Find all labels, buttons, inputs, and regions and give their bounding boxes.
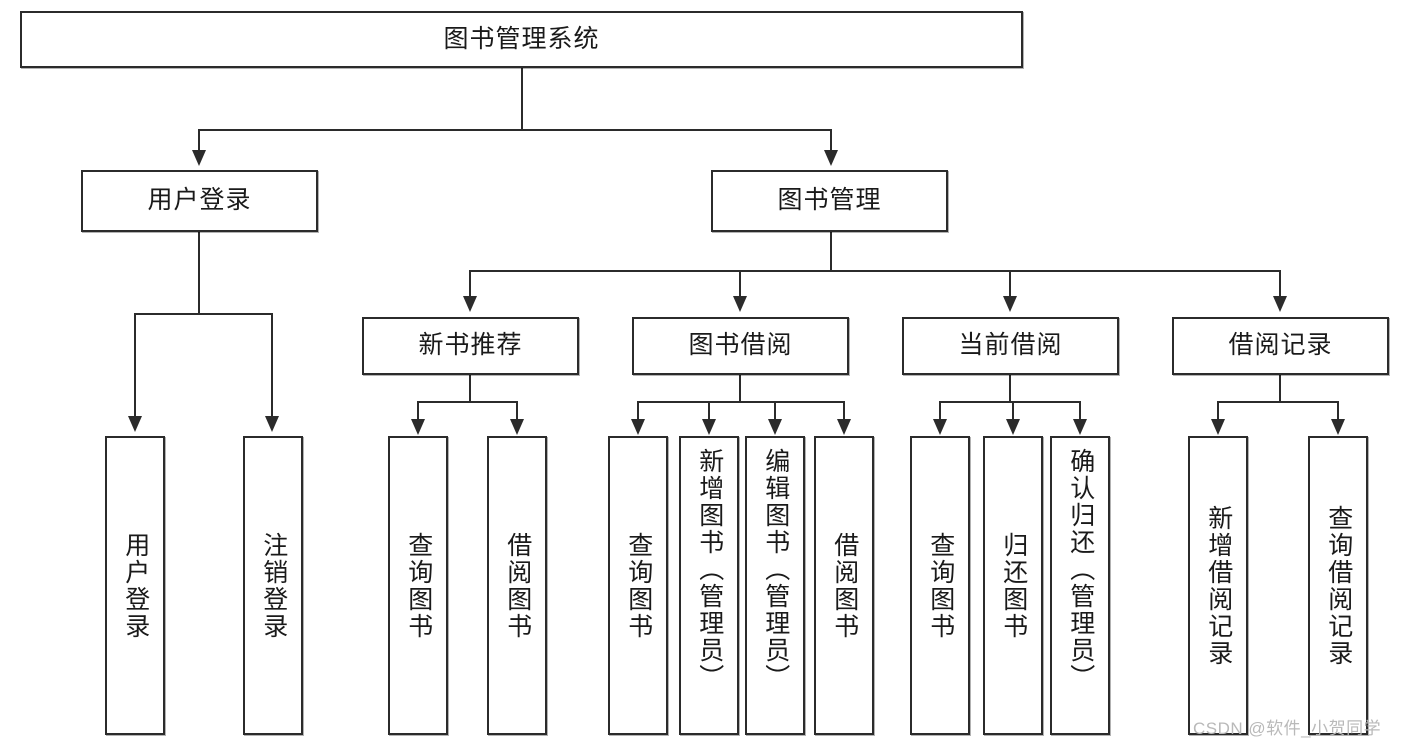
node-label: 图书借阅 <box>688 331 793 360</box>
leaf-edit-book-admin[interactable]: 编辑图书（管理员） <box>745 436 805 735</box>
leaf-borrow-book[interactable]: 借阅图书 <box>814 436 874 735</box>
node-root-system[interactable]: 图书管理系统 <box>20 11 1023 68</box>
node-label: 用户登录 <box>147 186 252 215</box>
connector-book-mgmt-c4 <box>1279 270 1281 297</box>
node-current-borrow[interactable]: 当前借阅 <box>902 317 1119 375</box>
leaf-query-book-current[interactable]: 查询图书 <box>910 436 970 735</box>
arrow-record-l1 <box>1211 419 1225 435</box>
arrow-borrow-l3 <box>768 419 782 435</box>
node-label: 当前借阅 <box>958 331 1063 360</box>
connector-new-book-l2 <box>516 401 518 420</box>
connector-borrow-stem <box>739 375 741 402</box>
connector-current-l1 <box>939 401 941 420</box>
connector-record-stem <box>1279 375 1281 402</box>
arrow-book-mgmt-c1 <box>463 296 477 312</box>
connector-record-bus <box>1217 401 1338 403</box>
arrow-new-book-l1 <box>411 419 425 435</box>
connector-record-l1 <box>1217 401 1219 420</box>
connector-book-mgmt-stem <box>830 232 832 271</box>
connector-root-bus <box>198 129 832 131</box>
node-book-management[interactable]: 图书管理 <box>711 170 948 232</box>
node-label: 查询借阅记录 <box>1324 504 1353 667</box>
connector-current-l2 <box>1012 401 1014 420</box>
leaf-query-borrow-record[interactable]: 查询借阅记录 <box>1308 436 1368 735</box>
connector-root-stem <box>521 68 523 130</box>
connector-borrow-l2 <box>708 401 710 420</box>
arrow-record-l2 <box>1331 419 1345 435</box>
arrow-book-mgmt-c2 <box>733 296 747 312</box>
node-label: 查询图书 <box>404 531 433 640</box>
node-label: 归还图书 <box>999 531 1028 640</box>
node-label: 注销登录 <box>259 531 288 640</box>
connector-current-l3 <box>1079 401 1081 420</box>
arrow-borrow-l1 <box>631 419 645 435</box>
node-label: 编辑图书（管理员） <box>761 448 790 691</box>
arrow-borrow-l4 <box>837 419 851 435</box>
connector-book-mgmt-c3 <box>1009 270 1011 297</box>
leaf-user-login[interactable]: 用户登录 <box>105 436 165 735</box>
connector-current-stem <box>1009 375 1011 402</box>
node-label: 新增图书（管理员） <box>695 448 724 691</box>
node-label: 借阅图书 <box>830 531 859 640</box>
arrow-user-login-left <box>128 416 142 432</box>
leaf-query-book-recommend[interactable]: 查询图书 <box>388 436 448 735</box>
connector-new-book-bus <box>417 401 517 403</box>
node-label: 新书推荐 <box>418 331 523 360</box>
connector-borrow-l3 <box>774 401 776 420</box>
arrow-new-book-l2 <box>510 419 524 435</box>
node-label: 新增借阅记录 <box>1204 504 1233 667</box>
connector-current-bus <box>939 401 1080 403</box>
arrow-book-mgmt-c4 <box>1273 296 1287 312</box>
arrow-current-l2 <box>1006 419 1020 435</box>
connector-user-login-left <box>134 313 136 417</box>
arrow-user-login-right <box>265 416 279 432</box>
connector-root-to-user-login <box>198 129 200 151</box>
connector-user-login-stem <box>198 232 200 314</box>
connector-borrow-bus <box>637 401 844 403</box>
connector-book-mgmt-c1 <box>469 270 471 297</box>
node-new-book-recommend[interactable]: 新书推荐 <box>362 317 579 375</box>
leaf-confirm-return-admin[interactable]: 确认归还（管理员） <box>1050 436 1110 735</box>
node-label: 确认归还（管理员） <box>1066 448 1095 691</box>
leaf-logout-login[interactable]: 注销登录 <box>243 436 303 735</box>
arrow-root-to-book-mgmt <box>824 150 838 166</box>
arrow-current-l3 <box>1073 419 1087 435</box>
connector-record-l2 <box>1337 401 1339 420</box>
connector-borrow-l4 <box>843 401 845 420</box>
node-label: 借阅记录 <box>1228 331 1333 360</box>
leaf-borrow-book-recommend[interactable]: 借阅图书 <box>487 436 547 735</box>
arrow-book-mgmt-c3 <box>1003 296 1017 312</box>
connector-root-to-book-mgmt <box>830 129 832 151</box>
leaf-query-book-borrow[interactable]: 查询图书 <box>608 436 668 735</box>
connector-book-mgmt-c2 <box>739 270 741 297</box>
node-label: 查询图书 <box>624 531 653 640</box>
leaf-add-borrow-record[interactable]: 新增借阅记录 <box>1188 436 1248 735</box>
connector-new-book-stem <box>469 375 471 402</box>
node-borrow-record[interactable]: 借阅记录 <box>1172 317 1389 375</box>
connector-book-mgmt-bus <box>469 270 1281 272</box>
arrow-borrow-l2 <box>702 419 716 435</box>
connector-borrow-l1 <box>637 401 639 420</box>
node-label: 图书管理 <box>777 186 882 215</box>
node-label: 图书管理系统 <box>443 24 600 53</box>
arrow-root-to-user-login <box>192 150 206 166</box>
watermark-text: CSDN @软件_小贺同学 <box>1193 719 1382 738</box>
node-label: 借阅图书 <box>503 531 532 640</box>
leaf-add-book-admin[interactable]: 新增图书（管理员） <box>679 436 739 735</box>
node-label: 用户登录 <box>121 531 150 640</box>
connector-user-login-right <box>271 313 273 417</box>
node-label: 查询图书 <box>926 531 955 640</box>
node-user-login[interactable]: 用户登录 <box>81 170 318 232</box>
connector-user-login-bus <box>134 313 272 315</box>
node-book-borrow[interactable]: 图书借阅 <box>632 317 849 375</box>
arrow-current-l1 <box>933 419 947 435</box>
connector-new-book-l1 <box>417 401 419 420</box>
leaf-return-book[interactable]: 归还图书 <box>983 436 1043 735</box>
